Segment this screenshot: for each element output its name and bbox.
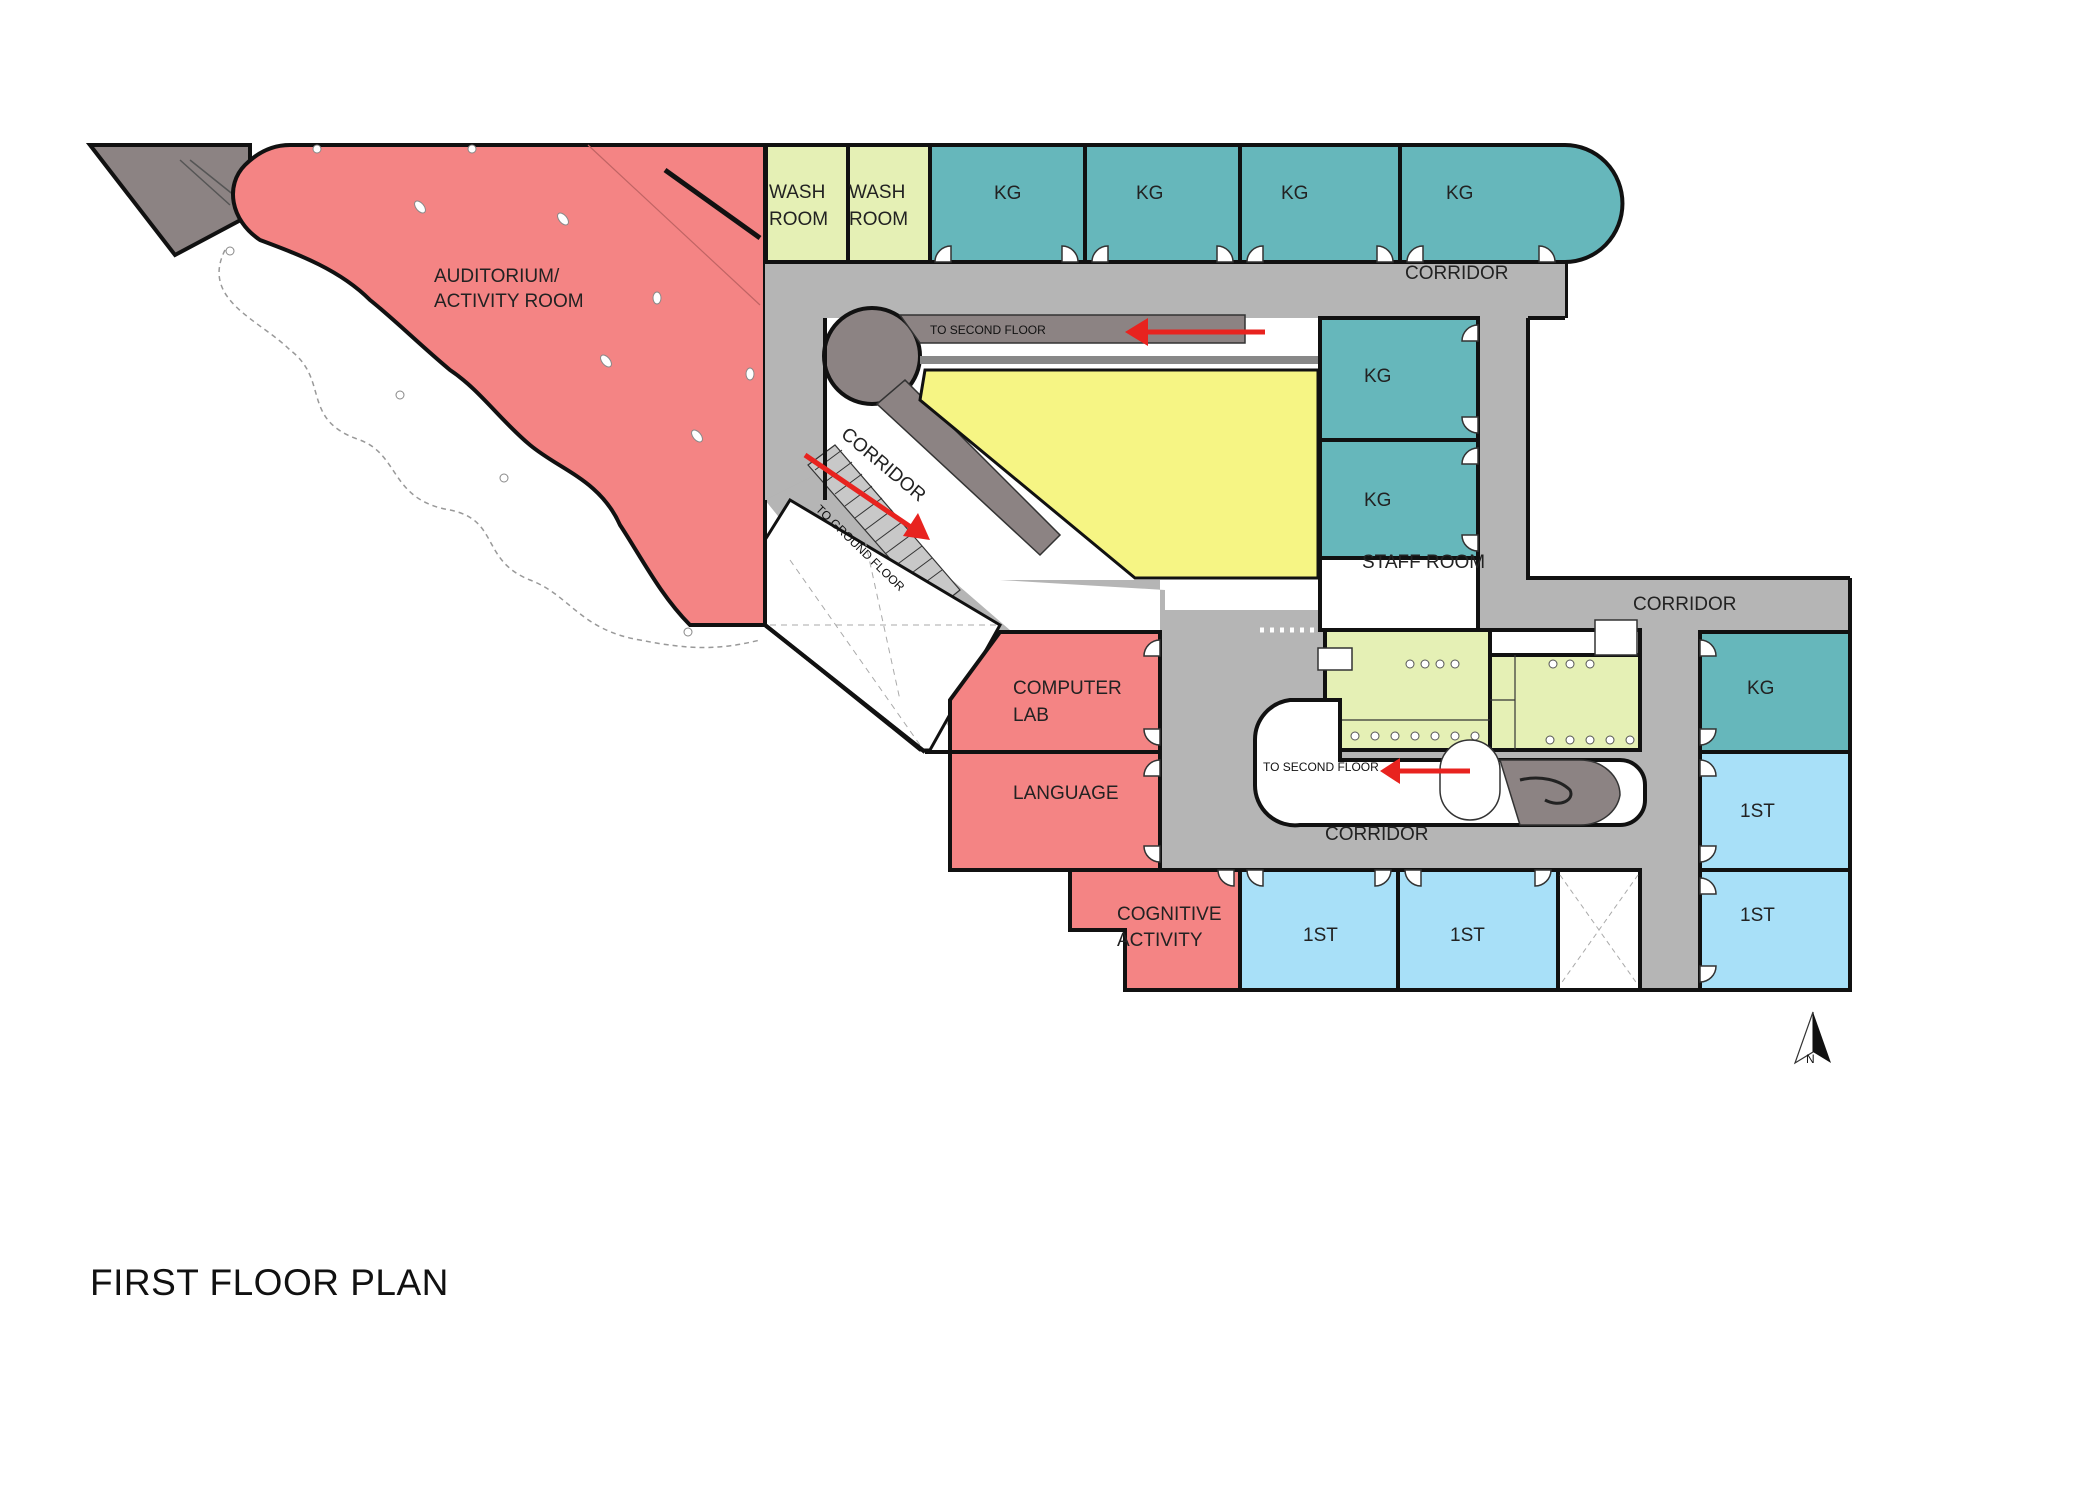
label-language: LANGUAGE (1013, 783, 1119, 804)
kg-room-e2[interactable] (1318, 438, 1480, 560)
label-corridor-south: CORRIDOR (1325, 824, 1428, 845)
label-first-std-s2: 1ST (1450, 925, 1485, 946)
spiral-stair-south (1498, 759, 1621, 826)
ramp-to-second-floor-north (898, 314, 1246, 344)
kg-room-n1[interactable] (928, 143, 1087, 264)
north-arrow-icon: N (1793, 1011, 1831, 1066)
label-computer-2: LAB (1013, 705, 1049, 726)
toilet-block-east[interactable] (1488, 653, 1642, 752)
auditorium-fixtures (225, 144, 755, 637)
arrow-to-ground-floor (803, 452, 930, 540)
plan-title: FIRST FLOOR PLAN (90, 1262, 449, 1303)
arrow-to-second-floor-north (1125, 318, 1265, 346)
label-first-std-e2: 1ST (1740, 905, 1775, 926)
label-auditorium-2: ACTIVITY ROOM (434, 291, 584, 312)
label-kg-n3: KG (1281, 183, 1308, 204)
label-first-std-e1: 1ST (1740, 801, 1775, 822)
staff-room[interactable] (1318, 556, 1480, 632)
wash-room-2[interactable] (846, 143, 932, 264)
arrow-to-second-floor-south (1380, 758, 1470, 784)
auditorium-room[interactable] (231, 143, 767, 627)
label-kg-n4: KG (1446, 183, 1473, 204)
label-corridor-north: CORRIDOR (1405, 263, 1508, 284)
label-wash1-2: ROOM (769, 209, 828, 230)
label-kg-e2: KG (1364, 490, 1391, 511)
label-kg-n1: KG (994, 183, 1021, 204)
language-room[interactable] (948, 750, 1162, 872)
label-cognitive-1: COGNITIVE (1117, 904, 1222, 925)
label-wash2-2: ROOM (849, 209, 908, 230)
nw-stair (85, 143, 252, 258)
landscape-edge (218, 249, 761, 649)
north-label: N (1806, 1052, 1815, 1066)
label-kg-n2: KG (1136, 183, 1163, 204)
label-cognitive-2: ACTIVITY (1117, 930, 1203, 951)
label-corridor-east: CORRIDOR (1633, 594, 1736, 615)
courtyard (918, 368, 1320, 580)
ramp-diagonal (875, 378, 1062, 557)
label-wash2-1: WASH (849, 182, 905, 203)
first-std-room-e2[interactable] (1698, 868, 1852, 992)
label-to-second-floor-south: TO SECOND FLOOR (1263, 760, 1379, 774)
label-wash1-1: WASH (769, 182, 825, 203)
label-to-second-floor-north: TO SECOND FLOOR (930, 323, 1046, 337)
label-kg-se: KG (1747, 678, 1774, 699)
kg-room-e1[interactable] (1318, 316, 1480, 442)
kg-room-se[interactable] (1698, 630, 1852, 754)
label-computer-1: COMPUTER (1013, 678, 1122, 699)
label-staff-room: STAFF ROOM (1362, 552, 1485, 573)
wash-room-1[interactable] (764, 143, 850, 264)
kg-room-n3[interactable] (1238, 143, 1402, 264)
label-first-std-s1: 1ST (1303, 925, 1338, 946)
first-std-room-s2[interactable] (1396, 868, 1560, 992)
label-auditorium-1: AUDITORIUM/ (434, 266, 560, 287)
label-kg-e1: KG (1364, 366, 1391, 387)
first-std-room-e1[interactable] (1698, 750, 1852, 872)
first-std-room-s1[interactable] (1238, 868, 1400, 992)
kg-room-n4[interactable] (1398, 143, 1625, 264)
